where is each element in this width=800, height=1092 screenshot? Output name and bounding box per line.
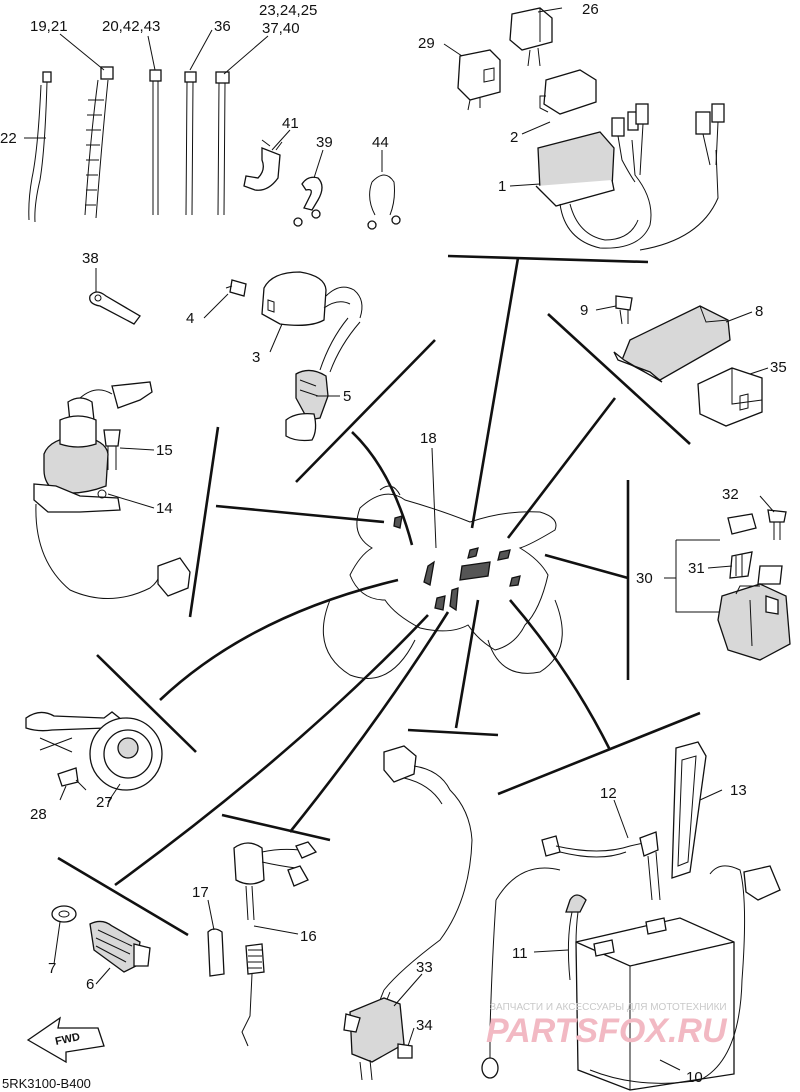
watermark-caption: ЗАПЧАСТИ И АКСЕССУАРЫ ДЛЯ МОТОТЕХНИКИ xyxy=(490,1002,727,1013)
section-divider-lines xyxy=(57,254,701,937)
callout-16: 16 xyxy=(300,928,317,945)
callout-36: 36 xyxy=(214,18,231,35)
callout-38: 38 xyxy=(82,250,99,267)
callout-9: 9 xyxy=(580,302,588,319)
grounding-bracket xyxy=(89,291,141,325)
callout-6: 6 xyxy=(86,976,94,993)
callout-31: 31 xyxy=(688,560,705,577)
main-switch-parts xyxy=(33,381,191,599)
callout-39: 39 xyxy=(316,134,333,151)
callout-30: 30 xyxy=(636,570,653,587)
callout-3: 3 xyxy=(252,349,260,366)
rectifier-regulator-parts xyxy=(613,295,763,427)
starter-relay-parts xyxy=(675,509,791,661)
neutral-switch-parts xyxy=(51,905,151,973)
callout-18: 18 xyxy=(420,430,437,447)
callout-26: 26 xyxy=(582,1,599,18)
cable-tie-parts xyxy=(28,66,230,223)
motorcycle-outline xyxy=(322,485,563,679)
callout-44: 44 xyxy=(372,134,389,151)
callout-22: 22 xyxy=(0,130,17,147)
watermark-brand: PARTSFOX.RU xyxy=(486,1012,728,1050)
callout-12: 12 xyxy=(600,785,617,802)
callout-numbers: 19,21 20,42,43 36 23,24,25 37,40 26 29 2… xyxy=(0,1,787,1086)
callout-2: 2 xyxy=(510,129,518,146)
fwd-label: FWD xyxy=(54,1031,81,1048)
callout-8: 8 xyxy=(755,303,763,320)
callout-28: 28 xyxy=(30,806,47,823)
callout-10: 10 xyxy=(686,1069,703,1086)
callout-20-42-43: 20,42,43 xyxy=(102,18,160,35)
callout-33: 33 xyxy=(416,959,433,976)
callout-7: 7 xyxy=(48,960,56,977)
drawing-code: 5RK3100-B400 xyxy=(2,1076,91,1091)
callout-35: 35 xyxy=(770,359,787,376)
clip-parts xyxy=(243,139,401,230)
callout-19-21: 19,21 xyxy=(30,18,68,35)
callout-34: 34 xyxy=(416,1017,433,1034)
callout-14: 14 xyxy=(156,500,173,517)
callout-1: 1 xyxy=(498,178,506,195)
callout-41: 41 xyxy=(282,115,299,132)
relay-unit-parts xyxy=(457,7,725,251)
callout-27: 27 xyxy=(96,794,113,811)
horn-parts xyxy=(25,711,163,791)
callout-5: 5 xyxy=(343,388,351,405)
callout-4: 4 xyxy=(186,310,194,327)
callout-29: 29 xyxy=(418,35,435,52)
callout-23-24-25: 23,24,25 xyxy=(259,2,317,19)
callout-leaders xyxy=(24,7,775,1071)
callout-11: 11 xyxy=(512,945,528,962)
callout-37-40: 37,40 xyxy=(262,20,300,37)
callout-17: 17 xyxy=(192,884,209,901)
battery-parts xyxy=(481,741,781,1091)
brake-switch-parts xyxy=(207,841,318,1047)
callout-13: 13 xyxy=(730,782,747,799)
callout-15: 15 xyxy=(156,442,173,459)
sidestand-switch-parts xyxy=(343,745,473,1081)
forward-direction-arrow xyxy=(26,1016,105,1064)
callout-32: 32 xyxy=(722,486,739,503)
ignition-coil-parts xyxy=(225,271,363,442)
